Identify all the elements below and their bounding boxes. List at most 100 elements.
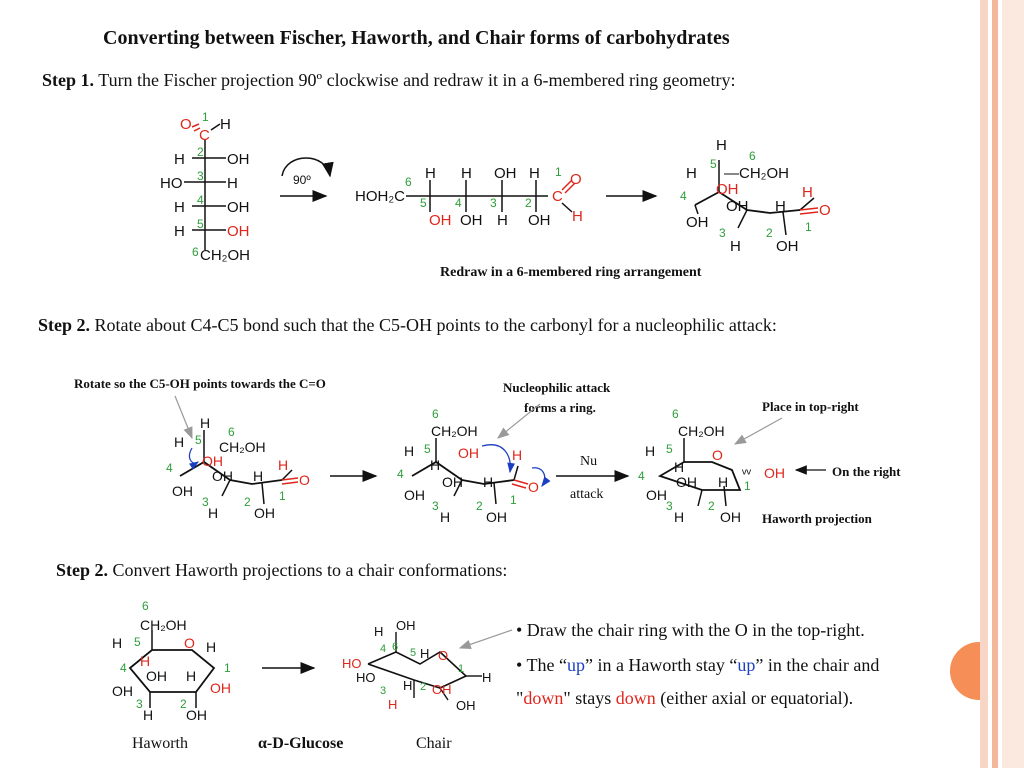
svg-text:H: H bbox=[200, 415, 210, 431]
svg-text:1: 1 bbox=[805, 220, 812, 234]
svg-text:OH: OH bbox=[460, 212, 483, 229]
svg-text:OH: OH bbox=[172, 483, 193, 499]
step-1-heading: Step 1. Turn the Fischer projection 90º … bbox=[42, 70, 736, 90]
cyclized-ring: CH₂OH H O H OH H ᵛᵛ OH OH H OH 6 5 4 3 2… bbox=[638, 407, 785, 525]
svg-text:H: H bbox=[802, 184, 813, 201]
svg-text:5: 5 bbox=[420, 196, 427, 210]
place-note: Place in top-right bbox=[762, 399, 859, 414]
svg-text:H: H bbox=[716, 137, 727, 154]
svg-text:2: 2 bbox=[766, 226, 773, 240]
svg-text:H: H bbox=[174, 223, 185, 240]
svg-text:OH: OH bbox=[442, 474, 463, 490]
svg-text:1: 1 bbox=[224, 661, 231, 675]
svg-text:1: 1 bbox=[279, 489, 286, 503]
svg-text:1: 1 bbox=[458, 663, 464, 675]
svg-text:H: H bbox=[186, 668, 196, 684]
svg-text:2: 2 bbox=[420, 681, 426, 693]
svg-text:H: H bbox=[775, 198, 786, 215]
svg-text:6: 6 bbox=[228, 425, 235, 439]
slide-border bbox=[980, 0, 1024, 768]
svg-text:OH: OH bbox=[686, 214, 709, 231]
svg-text:H: H bbox=[278, 457, 288, 473]
svg-text:H: H bbox=[718, 474, 728, 490]
ring-arranged-chain: H H —CH₂OH OH OH H H O OH H OH 6 5 4 3 2… bbox=[680, 137, 831, 255]
svg-text:OH: OH bbox=[486, 509, 507, 525]
svg-text:C: C bbox=[552, 188, 563, 205]
svg-text:HOH₂C: HOH₂C bbox=[355, 188, 405, 205]
svg-text:4: 4 bbox=[455, 196, 462, 210]
haworth-projection-label: Haworth projection bbox=[762, 511, 872, 526]
svg-text:H: H bbox=[461, 165, 472, 182]
nucleophilic-note-1: Nucleophilic attack bbox=[503, 380, 611, 395]
svg-text:6: 6 bbox=[142, 599, 149, 613]
glucose-label: α-D-Glucose bbox=[258, 735, 344, 752]
svg-text:6: 6 bbox=[405, 175, 412, 189]
slide-title: Converting between Fischer, Haworth, and… bbox=[103, 27, 730, 49]
svg-text:H: H bbox=[686, 165, 697, 182]
svg-text:OH: OH bbox=[528, 212, 551, 229]
svg-text:—CH₂OH: —CH₂OH bbox=[724, 165, 789, 182]
svg-text:OH: OH bbox=[720, 509, 741, 525]
svg-text:H: H bbox=[220, 116, 231, 133]
horizontal-chain: HOH₂C H H OH H OH OH H OH C O H 6 5 4 3 … bbox=[355, 165, 583, 229]
svg-text:H: H bbox=[425, 165, 436, 182]
svg-text:H: H bbox=[645, 443, 655, 459]
svg-text:H: H bbox=[512, 447, 522, 463]
svg-text:5: 5 bbox=[424, 442, 431, 456]
svg-text:6: 6 bbox=[192, 245, 199, 259]
svg-text:O: O bbox=[528, 479, 539, 495]
svg-text:OH: OH bbox=[776, 238, 799, 255]
bullet-2: • The “up” in a Haworth stay “up” in the… bbox=[516, 655, 880, 675]
svg-text:5: 5 bbox=[195, 433, 202, 447]
svg-text:OH: OH bbox=[210, 680, 231, 696]
rotate-note: Rotate so the C5-OH points towards the C… bbox=[74, 376, 326, 391]
svg-text:1: 1 bbox=[202, 110, 209, 124]
svg-text:HO: HO bbox=[160, 175, 183, 192]
svg-text:O: O bbox=[438, 648, 448, 663]
svg-text:OH: OH bbox=[227, 199, 250, 216]
svg-text:OH: OH bbox=[429, 212, 452, 229]
svg-text:CH₂OH: CH₂OH bbox=[219, 439, 266, 455]
svg-text:C: C bbox=[199, 127, 210, 144]
right-note: On the right bbox=[832, 464, 901, 479]
svg-text:3: 3 bbox=[197, 169, 204, 183]
svg-text:3: 3 bbox=[380, 685, 386, 697]
svg-text:OH: OH bbox=[186, 707, 207, 723]
svg-text:1: 1 bbox=[555, 165, 562, 179]
svg-text:6: 6 bbox=[392, 641, 398, 653]
svg-text:OH: OH bbox=[432, 682, 452, 697]
svg-text:H: H bbox=[174, 151, 185, 168]
svg-text:OH: OH bbox=[227, 223, 250, 240]
svg-text:H: H bbox=[112, 635, 122, 651]
bullet-1: • Draw the chair ring with the O in the … bbox=[516, 620, 865, 640]
svg-text:3: 3 bbox=[490, 196, 497, 210]
svg-text:H: H bbox=[483, 474, 493, 490]
rotate-90-label: 90º bbox=[293, 173, 311, 187]
svg-text:H: H bbox=[388, 697, 397, 712]
svg-text:H: H bbox=[374, 624, 383, 639]
svg-text:3: 3 bbox=[666, 499, 673, 513]
svg-text:O: O bbox=[570, 171, 582, 188]
svg-text:H: H bbox=[403, 678, 412, 693]
svg-text:H: H bbox=[572, 208, 583, 225]
svg-text:OH: OH bbox=[764, 465, 785, 481]
svg-text:OH: OH bbox=[676, 474, 697, 490]
svg-text:OH: OH bbox=[112, 683, 133, 699]
pre-attack-chain: CH₂OH H OH H OH H H O OH H OH 6 5 4 3 2 … bbox=[397, 407, 551, 525]
svg-text:H: H bbox=[404, 443, 414, 459]
nucleophilic-note-2: forms a ring. bbox=[524, 400, 596, 415]
svg-text:5: 5 bbox=[197, 217, 204, 231]
svg-text:3: 3 bbox=[136, 697, 143, 711]
chair-label: Chair bbox=[416, 735, 452, 752]
svg-text:H: H bbox=[174, 199, 185, 216]
svg-text:O: O bbox=[299, 472, 310, 488]
svg-text:OH: OH bbox=[212, 468, 233, 484]
svg-text:H: H bbox=[140, 653, 150, 669]
svg-text:2: 2 bbox=[476, 499, 483, 513]
step-2b-heading: Step 2. Convert Haworth projections to a… bbox=[56, 560, 508, 580]
svg-text:H: H bbox=[674, 459, 684, 475]
svg-text:2: 2 bbox=[244, 495, 251, 509]
step-2-heading: Step 2. Rotate about C4-C5 bond such tha… bbox=[38, 315, 777, 335]
svg-text:2: 2 bbox=[180, 697, 187, 711]
